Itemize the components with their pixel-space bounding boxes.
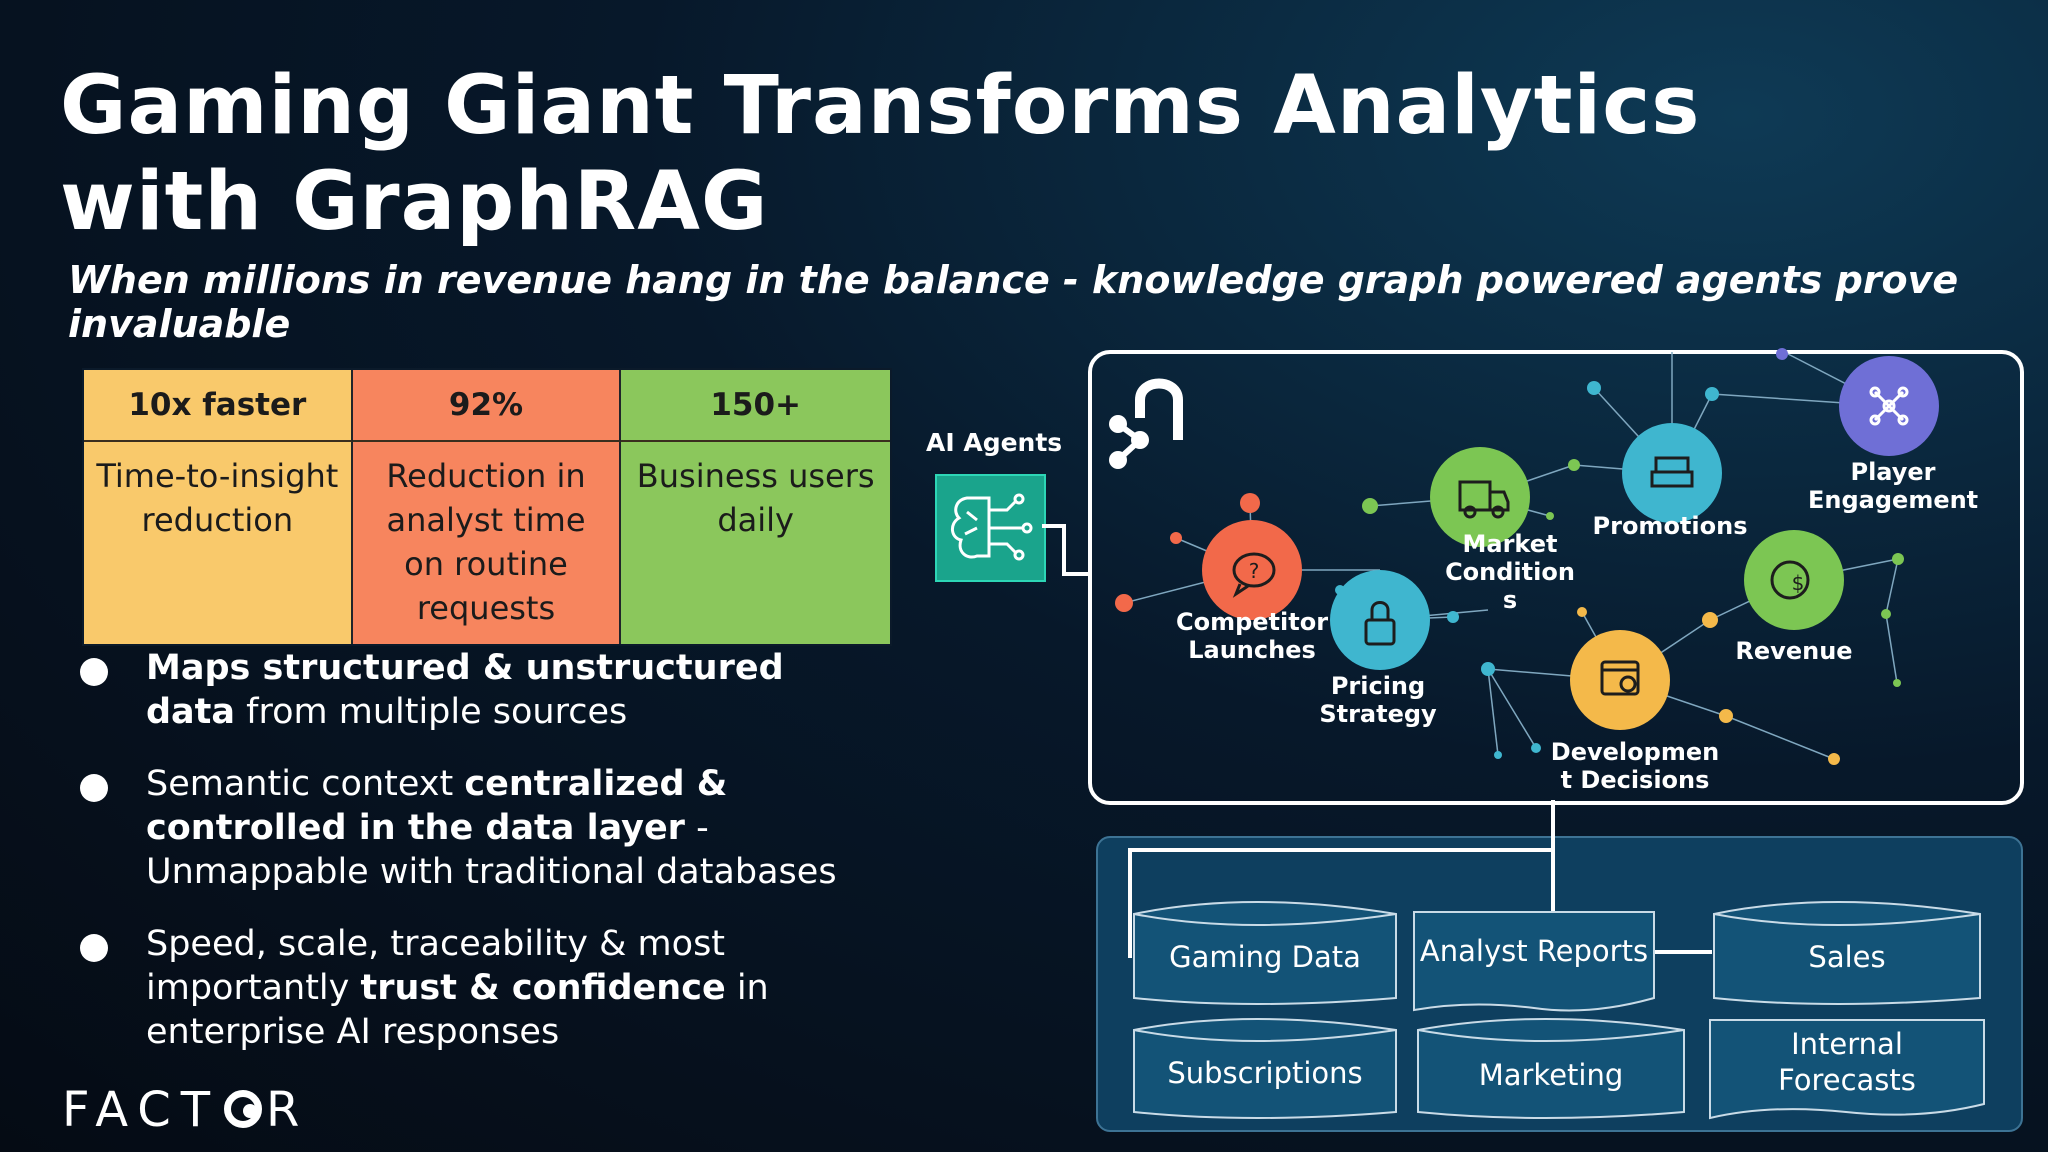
bullet-item: Speed, scale, traceability & most import…: [80, 922, 880, 1054]
bullet-dot-icon: [80, 934, 108, 962]
stats-table: 10x faster 92% 150+ Time-to-insight redu…: [82, 368, 892, 646]
bullet-dot-icon: [80, 774, 108, 802]
bullet-bold: trust & confidence: [360, 968, 726, 1008]
db-internal-forecasts: Internal Forecasts: [1778, 1027, 1916, 1097]
knowledge-graph-panel: [1088, 350, 2024, 805]
db-gaming-data: Gaming Data: [1169, 940, 1361, 974]
page-subtitle: When millions in revenue hang in the bal…: [68, 258, 1959, 346]
stat-desc-reduction: Reduction in analyst time on routine req…: [352, 442, 622, 644]
database-shapes: [1133, 901, 1985, 1120]
bullet-text: - Unmappable with traditional databases: [146, 808, 837, 892]
bullet-text: in enterprise AI responses: [146, 968, 769, 1052]
bullet-item: Semantic context centralized & controlle…: [80, 762, 880, 894]
bullet-bold: Maps structured & unstructured data: [146, 648, 784, 732]
podium-icon: [1650, 456, 1694, 488]
db-analyst-reports: Analyst Reports: [1419, 934, 1649, 968]
db-marketing: Marketing: [1478, 1058, 1624, 1092]
bullet-list: Maps structured & unstructured data from…: [80, 646, 880, 1082]
bullet-dot-icon: [80, 658, 108, 686]
stat-desc-speed: Time-to-insight reduction: [84, 442, 353, 644]
logo-o-icon: [224, 1090, 263, 1128]
graphrag-logo-icon: [1109, 378, 1183, 469]
stat-desc-users: Business users daily: [621, 442, 890, 644]
graph-to-db-connector: [1128, 800, 1555, 958]
svg-text:$: $: [1792, 571, 1805, 595]
settings-window-icon: [1600, 660, 1640, 696]
page-title: Gaming Giant Transforms Analytics with G…: [60, 59, 1701, 249]
db-subscriptions: Subscriptions: [1167, 1056, 1363, 1090]
node-player-engagement: Player Engagement: [1808, 458, 1979, 514]
logo-text: FACT: [62, 1082, 221, 1138]
bullet-bold: centralized & controlled in the data lay…: [146, 764, 728, 848]
node-market-conditions: Market Condition s: [1445, 530, 1575, 614]
chat-question-icon: ?: [1232, 552, 1276, 598]
truck-icon: [1458, 480, 1510, 519]
factor-logo: FACT R: [62, 1082, 309, 1138]
stat-value-users: 150+: [621, 370, 890, 442]
bullet-text: from multiple sources: [235, 692, 628, 732]
ai-agents-label: AI Agents: [926, 428, 1063, 457]
bullet-text: Speed, scale, traceability & most import…: [146, 924, 726, 1008]
network-icon: [1869, 386, 1909, 426]
db-sales: Sales: [1808, 940, 1886, 974]
bullet-text: Semantic context: [146, 764, 465, 804]
bullet-item: Maps structured & unstructured data from…: [80, 646, 880, 734]
logo-text: R: [266, 1082, 310, 1138]
lock-icon: [1364, 601, 1396, 646]
node-pricing-strategy: Pricing Strategy: [1319, 672, 1437, 728]
agents-connector: [1042, 524, 1090, 576]
stat-value-reduction: 92%: [352, 370, 622, 442]
node-promotions: Promotions: [1592, 512, 1748, 540]
svg-text:?: ?: [1249, 559, 1260, 583]
node-revenue: Revenue: [1735, 637, 1853, 665]
stat-value-speed: 10x faster: [84, 370, 353, 442]
globe-dollar-icon: $: [1770, 560, 1810, 600]
node-development-decisions: Developmen t Decisions: [1550, 738, 1720, 794]
ai-brain-circuit-icon: [935, 474, 1046, 582]
node-competitor-launches: Competitor Launches: [1175, 608, 1329, 664]
